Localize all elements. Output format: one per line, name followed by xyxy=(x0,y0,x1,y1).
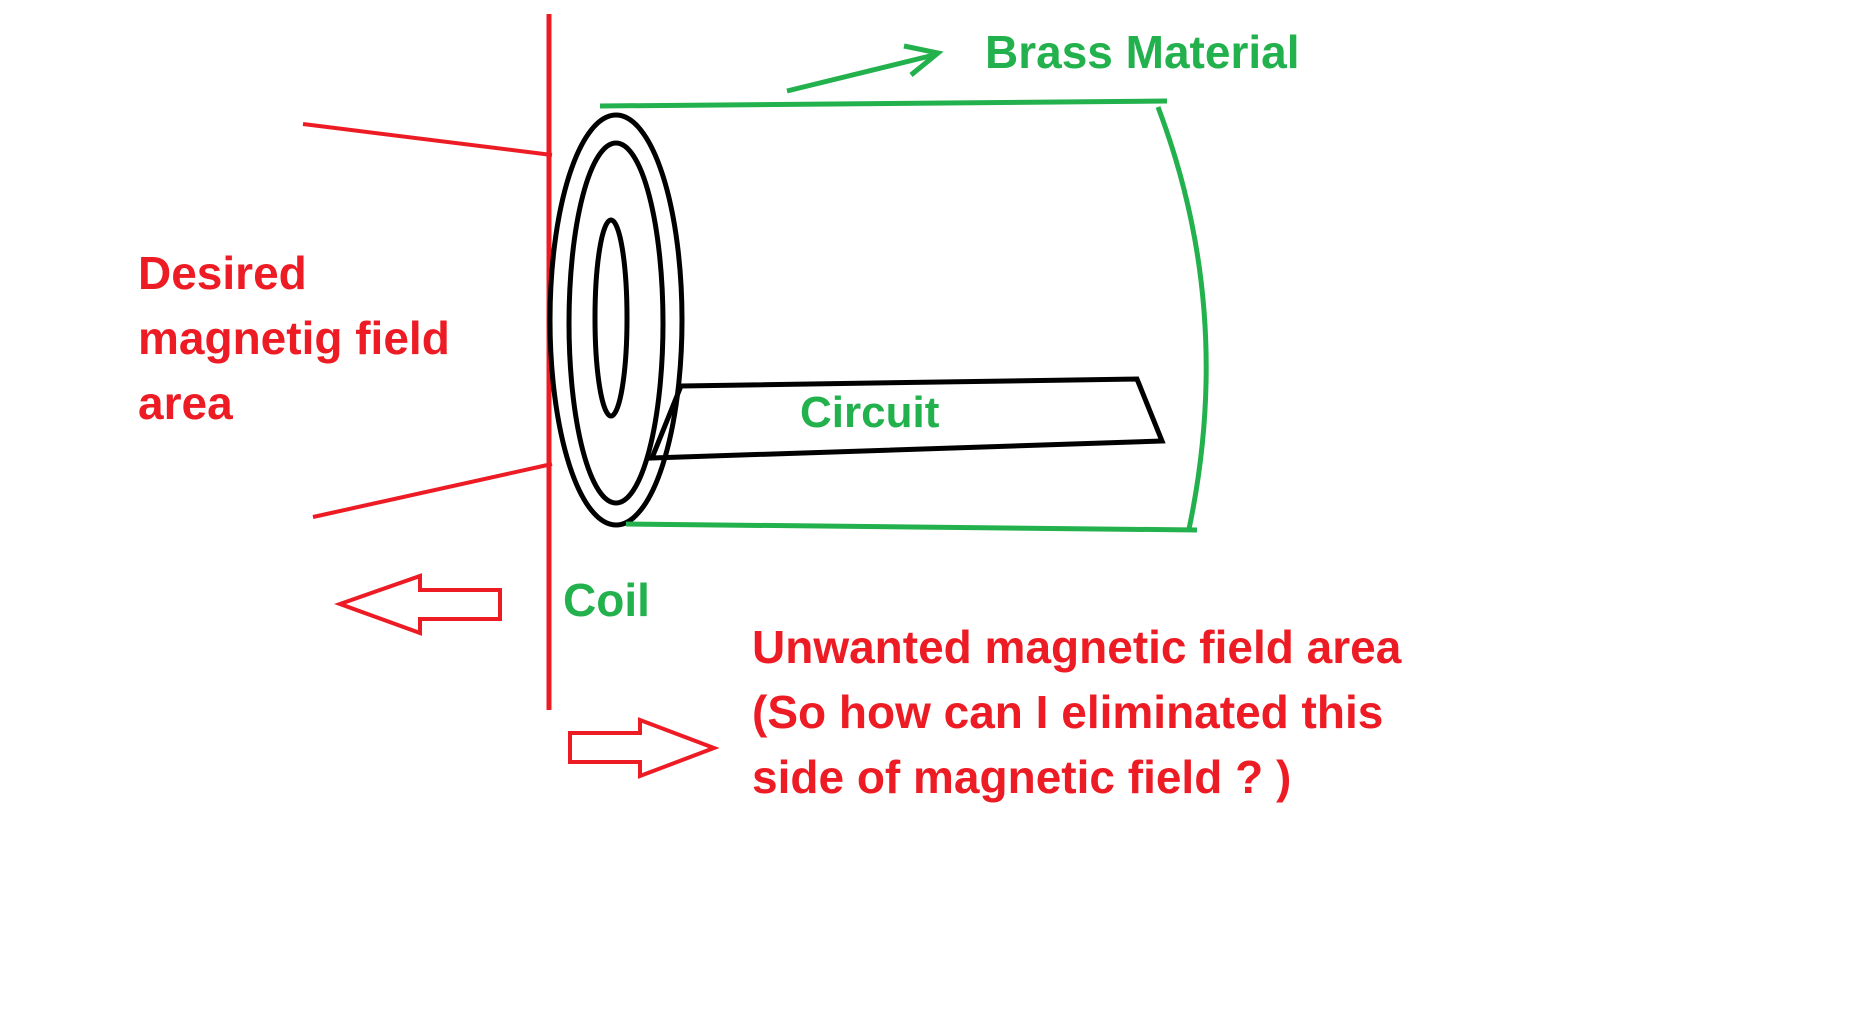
unwanted-field-label-line3: side of magnetic field ? ) xyxy=(752,751,1291,803)
unwanted-field-label: Unwanted magnetic field area (So how can… xyxy=(752,621,1402,803)
left-field-direction-arrow xyxy=(334,573,502,636)
coil-label: Coil xyxy=(563,574,650,626)
brass-material-label: Brass Material xyxy=(985,26,1300,78)
desired-field-label-line1: Desired xyxy=(138,247,307,299)
desired-field-upper-line xyxy=(302,122,553,157)
desired-field-label-line2: magnetig field xyxy=(138,312,450,364)
right-field-direction-arrow xyxy=(568,717,720,779)
desired-field-label: Desired magnetig field area xyxy=(138,247,450,429)
unwanted-field-label-line2: (So how can I eliminated this xyxy=(752,686,1383,738)
brass-pointer-arrow xyxy=(786,43,944,94)
brass-pointer-arrow-shaft xyxy=(786,52,935,94)
circuit-label: Circuit xyxy=(800,388,940,437)
desired-field-lower-line xyxy=(312,462,553,519)
brass-pointer-arrow-head xyxy=(903,43,944,77)
brass-cylinder-drawing xyxy=(599,98,1209,533)
cylinder-bottom-line xyxy=(625,521,1198,533)
coil-middle-ellipse xyxy=(566,140,666,506)
desired-field-label-line3: area xyxy=(138,377,233,429)
circuit-board-outline xyxy=(648,376,1166,461)
coil-outer-ellipse xyxy=(547,112,685,528)
unwanted-field-label-line1: Unwanted magnetic field area xyxy=(752,621,1402,673)
cylinder-right-cap xyxy=(1155,106,1209,530)
coil-inner-ellipse xyxy=(592,217,630,419)
coil-drawing xyxy=(547,112,685,528)
cylinder-top-line xyxy=(599,98,1168,109)
